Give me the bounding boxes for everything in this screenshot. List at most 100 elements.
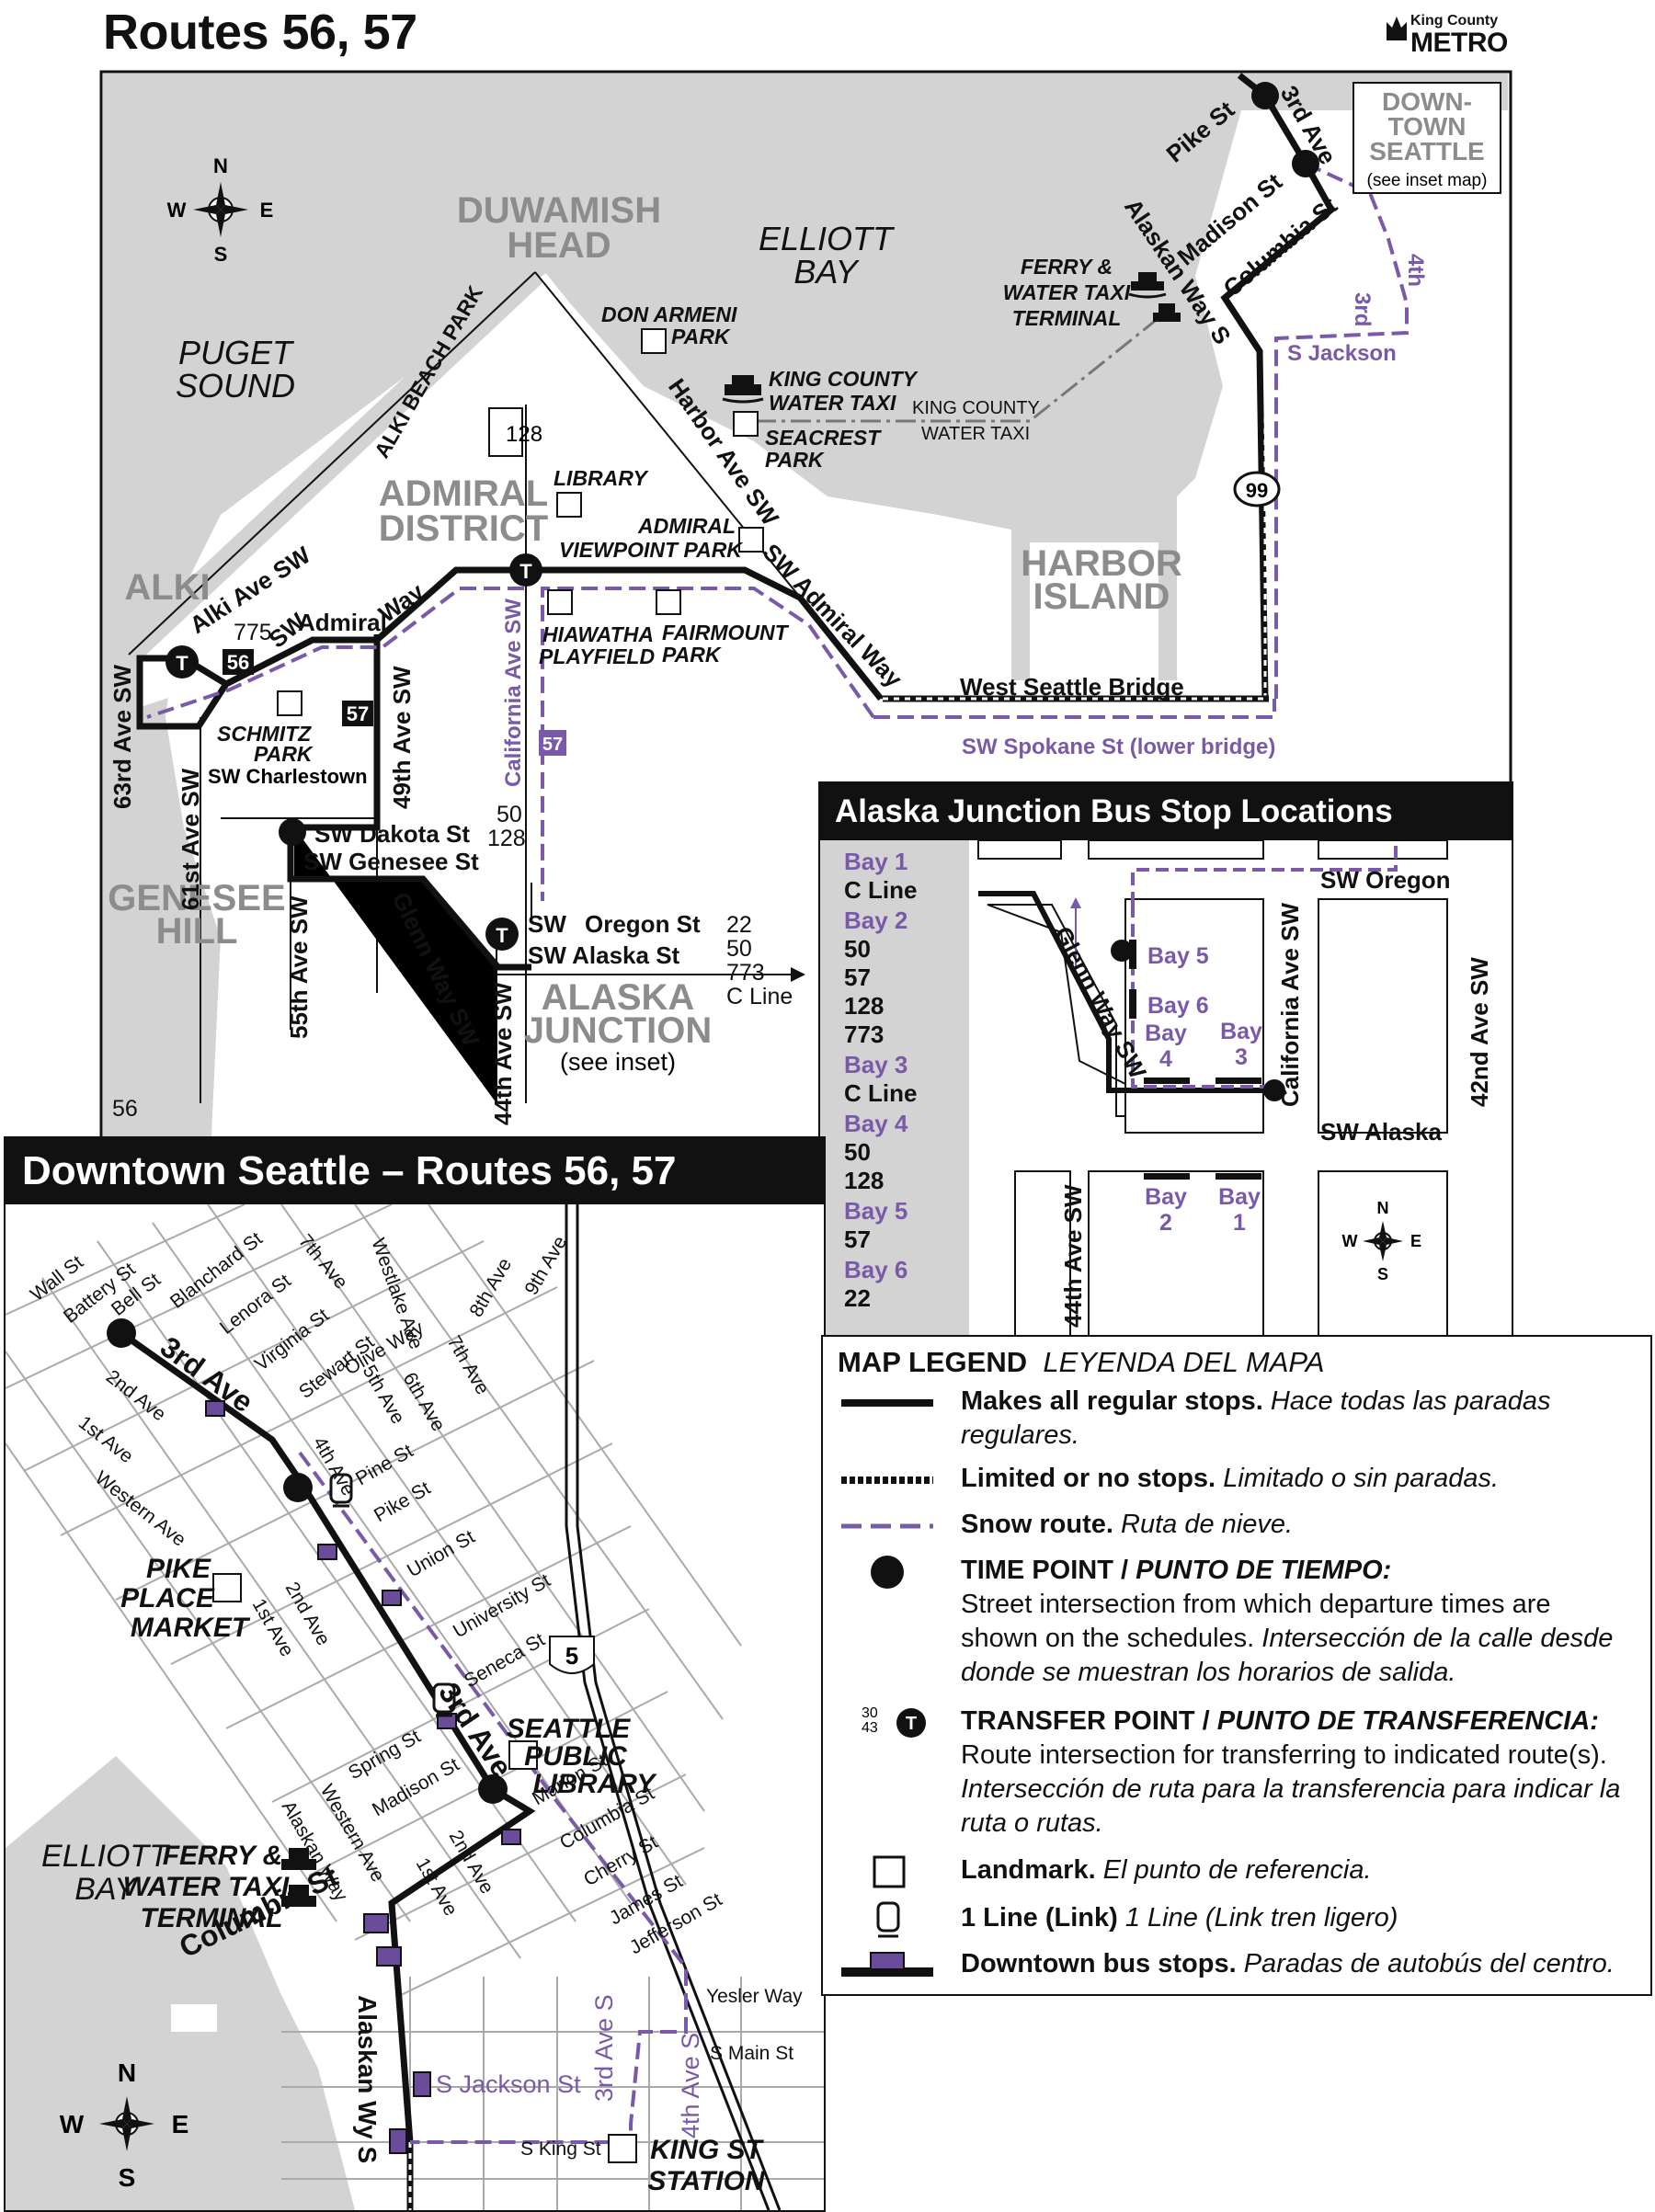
label-sw-alaska: SW Alaska St <box>528 941 680 969</box>
compass-rose-icon <box>99 2096 154 2151</box>
downtown-box-l4: (see inset map) <box>1367 171 1488 190</box>
downtown-bus-stop <box>413 2071 431 2097</box>
downtown-bus-stop <box>376 1946 402 1967</box>
label-library: LIBRARY <box>554 466 649 490</box>
bay-heading: Bay 4 <box>844 1110 908 1137</box>
dt-s-main: S Main St <box>710 2043 793 2064</box>
label-55th: 55th Ave SW <box>285 895 313 1039</box>
bay-route: C Line <box>844 1079 918 1107</box>
route-57-marker <box>342 701 373 726</box>
label-west-seattle-bridge: West Seattle Bridge <box>960 673 1184 701</box>
downtown-inset-map: 5 Wall St <box>6 1204 824 2210</box>
label-admiral: Admiral <box>298 609 387 636</box>
landmark-pike-place <box>212 1573 242 1602</box>
bay-heading: Bay 1 <box>844 848 908 875</box>
bay-route: 50 <box>844 1138 871 1166</box>
downtown-elliott-bay <box>6 1756 355 2210</box>
area-harbor-2: ISLAND <box>1033 576 1170 617</box>
label-sw-spokane: SW Spokane St (lower bridge) <box>962 735 1275 759</box>
area-genesee-2: HILL <box>156 911 238 952</box>
label-sw-oregon-a: SW <box>528 910 566 938</box>
label-ferry-3: TERMINAL <box>1012 306 1122 330</box>
label-ferry-2: WATER TAXI <box>1003 280 1131 304</box>
downtown-route-line <box>119 1330 536 2210</box>
compass-w: W <box>167 199 187 222</box>
inset-bay2-a: Bay <box>1145 1184 1187 1210</box>
landmark-library <box>556 492 582 518</box>
route-56-path <box>136 566 884 730</box>
light-rail-icon <box>329 1473 353 1508</box>
label-schmitz-2: PARK <box>254 742 314 766</box>
time-point-dakota <box>279 818 306 846</box>
label-128b: 128 <box>487 826 526 851</box>
snow-route-downtown <box>1274 162 1409 699</box>
logo-line-2: METRO <box>1410 28 1508 58</box>
area-alaska-1: ALASKA <box>542 977 695 1018</box>
bay-heading: Bay 5 <box>844 1197 908 1225</box>
downtown-bus-stop <box>317 1544 337 1560</box>
dt-s-jackson: S Jackson St <box>436 2070 581 2098</box>
svg-text:T: T <box>176 652 188 675</box>
bay-heading: Bay 2 <box>844 906 908 934</box>
label-sw-charlestown: SW Charlestown <box>208 765 368 788</box>
bay-route: 128 <box>844 992 885 1020</box>
water-taxi-route <box>756 316 1159 423</box>
logo-line-1: King County <box>1410 13 1499 29</box>
svg-text:57: 57 <box>542 735 563 755</box>
svg-text:57: 57 <box>347 702 369 725</box>
alki-ave-line <box>128 271 536 656</box>
area-duwamish-1: DUWAMISH <box>457 190 661 231</box>
landmark-seacrest <box>733 411 759 437</box>
dt-western: Western Ave <box>91 1467 189 1551</box>
area-alaska-2: JUNCTION <box>524 1010 712 1051</box>
alaska-see-inset: (see inset) <box>560 1048 676 1076</box>
elliott-bay-water <box>533 74 1508 552</box>
dt-library-2: PUBLIC <box>524 1741 628 1772</box>
inset-california: California Ave SW <box>1276 903 1304 1107</box>
label-don-armeni-1: DON ARMENI <box>601 302 737 326</box>
dt-pine: Pine St <box>352 1440 417 1489</box>
inset-42nd: 42nd Ave SW <box>1466 957 1493 1107</box>
king-county-crown-icon <box>1387 17 1407 40</box>
bay-route: 128 <box>844 1167 885 1194</box>
downtown-bus-stop <box>389 2128 407 2154</box>
bay-route: 57 <box>844 963 871 991</box>
landmark-schmitz <box>277 690 302 716</box>
area-genesee-1: GENESEE <box>108 878 285 918</box>
compass-s: S <box>214 243 228 266</box>
label-63rd: 63rd Ave SW <box>108 665 136 809</box>
area-alki: ALKI <box>124 567 210 608</box>
label-44th: 44th Ave SW <box>489 982 517 1125</box>
downtown-time-point-pike <box>283 1473 313 1502</box>
landmark-library <box>508 1740 538 1770</box>
area-duwamish-2: HEAD <box>507 225 611 266</box>
label-seacrest-1: SEACREST <box>765 426 882 450</box>
dt-compass-w: W <box>60 2110 85 2138</box>
ferry-icon <box>1153 303 1181 322</box>
label-4th-short: 4th <box>1403 254 1428 287</box>
area-elliott-2: BAY <box>793 253 860 291</box>
dt-spring: Spring St <box>345 1726 424 1784</box>
light-rail-icon <box>432 1682 456 1717</box>
downtown-time-point-marion <box>478 1774 508 1804</box>
area-elliott-1: ELLIOTT <box>759 220 896 257</box>
dt-alaskan-wy-s: Alaskan Wy S <box>353 1995 382 2163</box>
ferry-icon <box>1128 272 1167 299</box>
dt-yesler: Yesler Way <box>706 1986 803 2007</box>
dt-first: 1st Ave <box>74 1412 137 1467</box>
dt-pike-place-3: MARKET <box>131 1613 251 1643</box>
downtown-bus-stop <box>437 1713 457 1729</box>
downtown-bus-stop <box>363 1913 389 1933</box>
bay-route: 22 <box>844 1284 871 1312</box>
dt-4th-ave-s: 4th Ave S <box>677 2033 704 2138</box>
label-admiral-viewpoint-1: ADMIRAL <box>637 514 736 538</box>
route-57-snow-marker <box>539 730 566 756</box>
downtown-box-l1: DOWN- <box>1382 87 1472 116</box>
dt-lenora: Lenora St <box>216 1271 295 1339</box>
area-puget-2: SOUND <box>176 367 295 405</box>
label-junction-cline: C Line <box>726 984 793 1009</box>
time-point-pike <box>1251 82 1279 109</box>
dt-compass-s: S <box>119 2163 136 2192</box>
dt-compass-n: N <box>118 2058 136 2087</box>
label-page-number: 56 <box>112 1096 138 1122</box>
